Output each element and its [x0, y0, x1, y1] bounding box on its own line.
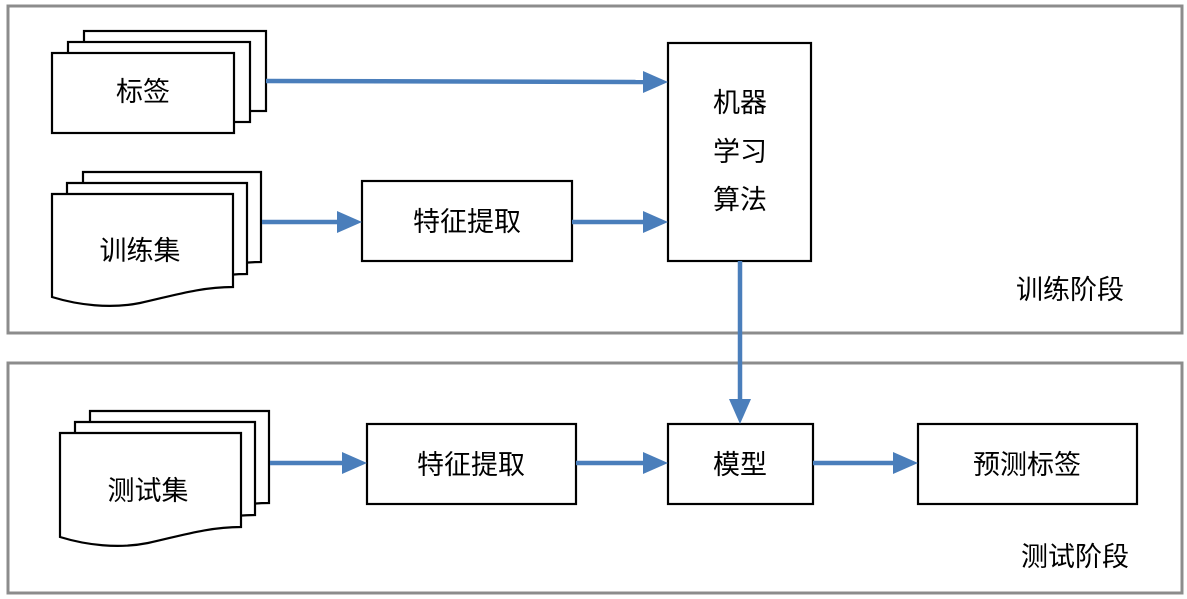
arrow-algorithm-to-model-head [729, 399, 751, 424]
arrow-labels-to-algorithm-head [643, 71, 668, 93]
training-feature-extraction-label: 特征提取 [413, 207, 521, 238]
ml-algorithm-label-line3: 算法 [713, 185, 767, 216]
arrow-feature-to-algorithm-head [643, 211, 668, 233]
predicted-labels-box [916, 422, 1139, 506]
test-set-document-label: 测试集 [108, 476, 189, 507]
arrow-feature-to-model-head [643, 452, 668, 474]
testing-stage-label: 测试阶段 [1021, 542, 1129, 573]
arrow-labels-to-algorithm [265, 78, 646, 85]
training-set-document-stack [50, 170, 263, 307]
training-feature-extraction-box [360, 179, 574, 263]
arrow-test-set-to-feature-head [342, 452, 367, 474]
labels-document-label: 标签 [116, 77, 170, 108]
ml-algorithm-label-line2: 学习 [713, 137, 767, 168]
test-set-document-stack [58, 409, 271, 547]
ml-algorithm-label-line1: 机器 [713, 88, 767, 119]
predicted-labels-label: 预测标签 [973, 450, 1081, 481]
testing-feature-extraction-label: 特征提取 [417, 450, 525, 481]
training-set-document-label: 训练集 [100, 236, 181, 267]
model-label: 模型 [713, 450, 767, 481]
ml-algorithm-box [666, 41, 813, 263]
labels-document-stack [50, 29, 268, 135]
testing-feature-extraction-box [365, 422, 578, 506]
training-stage-label: 训练阶段 [1016, 275, 1124, 306]
model-box [666, 422, 815, 506]
arrow-train-set-to-feature-head [337, 211, 362, 233]
arrow-model-to-predicted-head [893, 452, 918, 474]
